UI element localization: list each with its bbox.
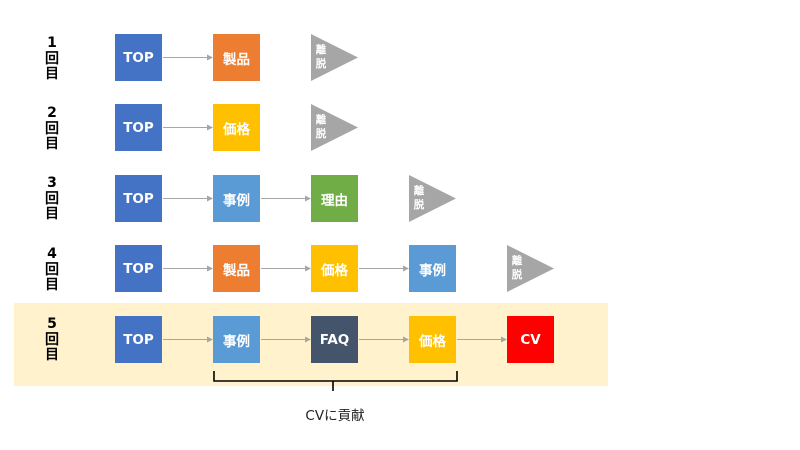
bracket-caption: CVに貢献 xyxy=(305,408,365,424)
step-cv: CV xyxy=(507,316,554,363)
step-product: 製品 xyxy=(213,245,260,292)
step-case: 事例 xyxy=(409,245,456,292)
step-case: 事例 xyxy=(213,316,260,363)
step-top: TOP xyxy=(115,175,162,222)
step-price: 価格 xyxy=(213,104,260,151)
exit-marker: 離脱 xyxy=(507,245,555,292)
exit-marker: 離脱 xyxy=(409,175,457,222)
exit-marker: 離脱 xyxy=(311,104,359,151)
step-case: 事例 xyxy=(213,175,260,222)
step-top: TOP xyxy=(115,104,162,151)
step-top: TOP xyxy=(115,316,162,363)
step-price: 価格 xyxy=(409,316,456,363)
step-top: TOP xyxy=(115,245,162,292)
step-price: 価格 xyxy=(311,245,358,292)
step-faq: FAQ xyxy=(311,316,358,363)
step-reason: 理由 xyxy=(311,175,358,222)
contribution-bracket xyxy=(213,371,458,391)
step-product: 製品 xyxy=(213,34,260,81)
step-top: TOP xyxy=(115,34,162,81)
exit-marker: 離脱 xyxy=(311,34,359,81)
